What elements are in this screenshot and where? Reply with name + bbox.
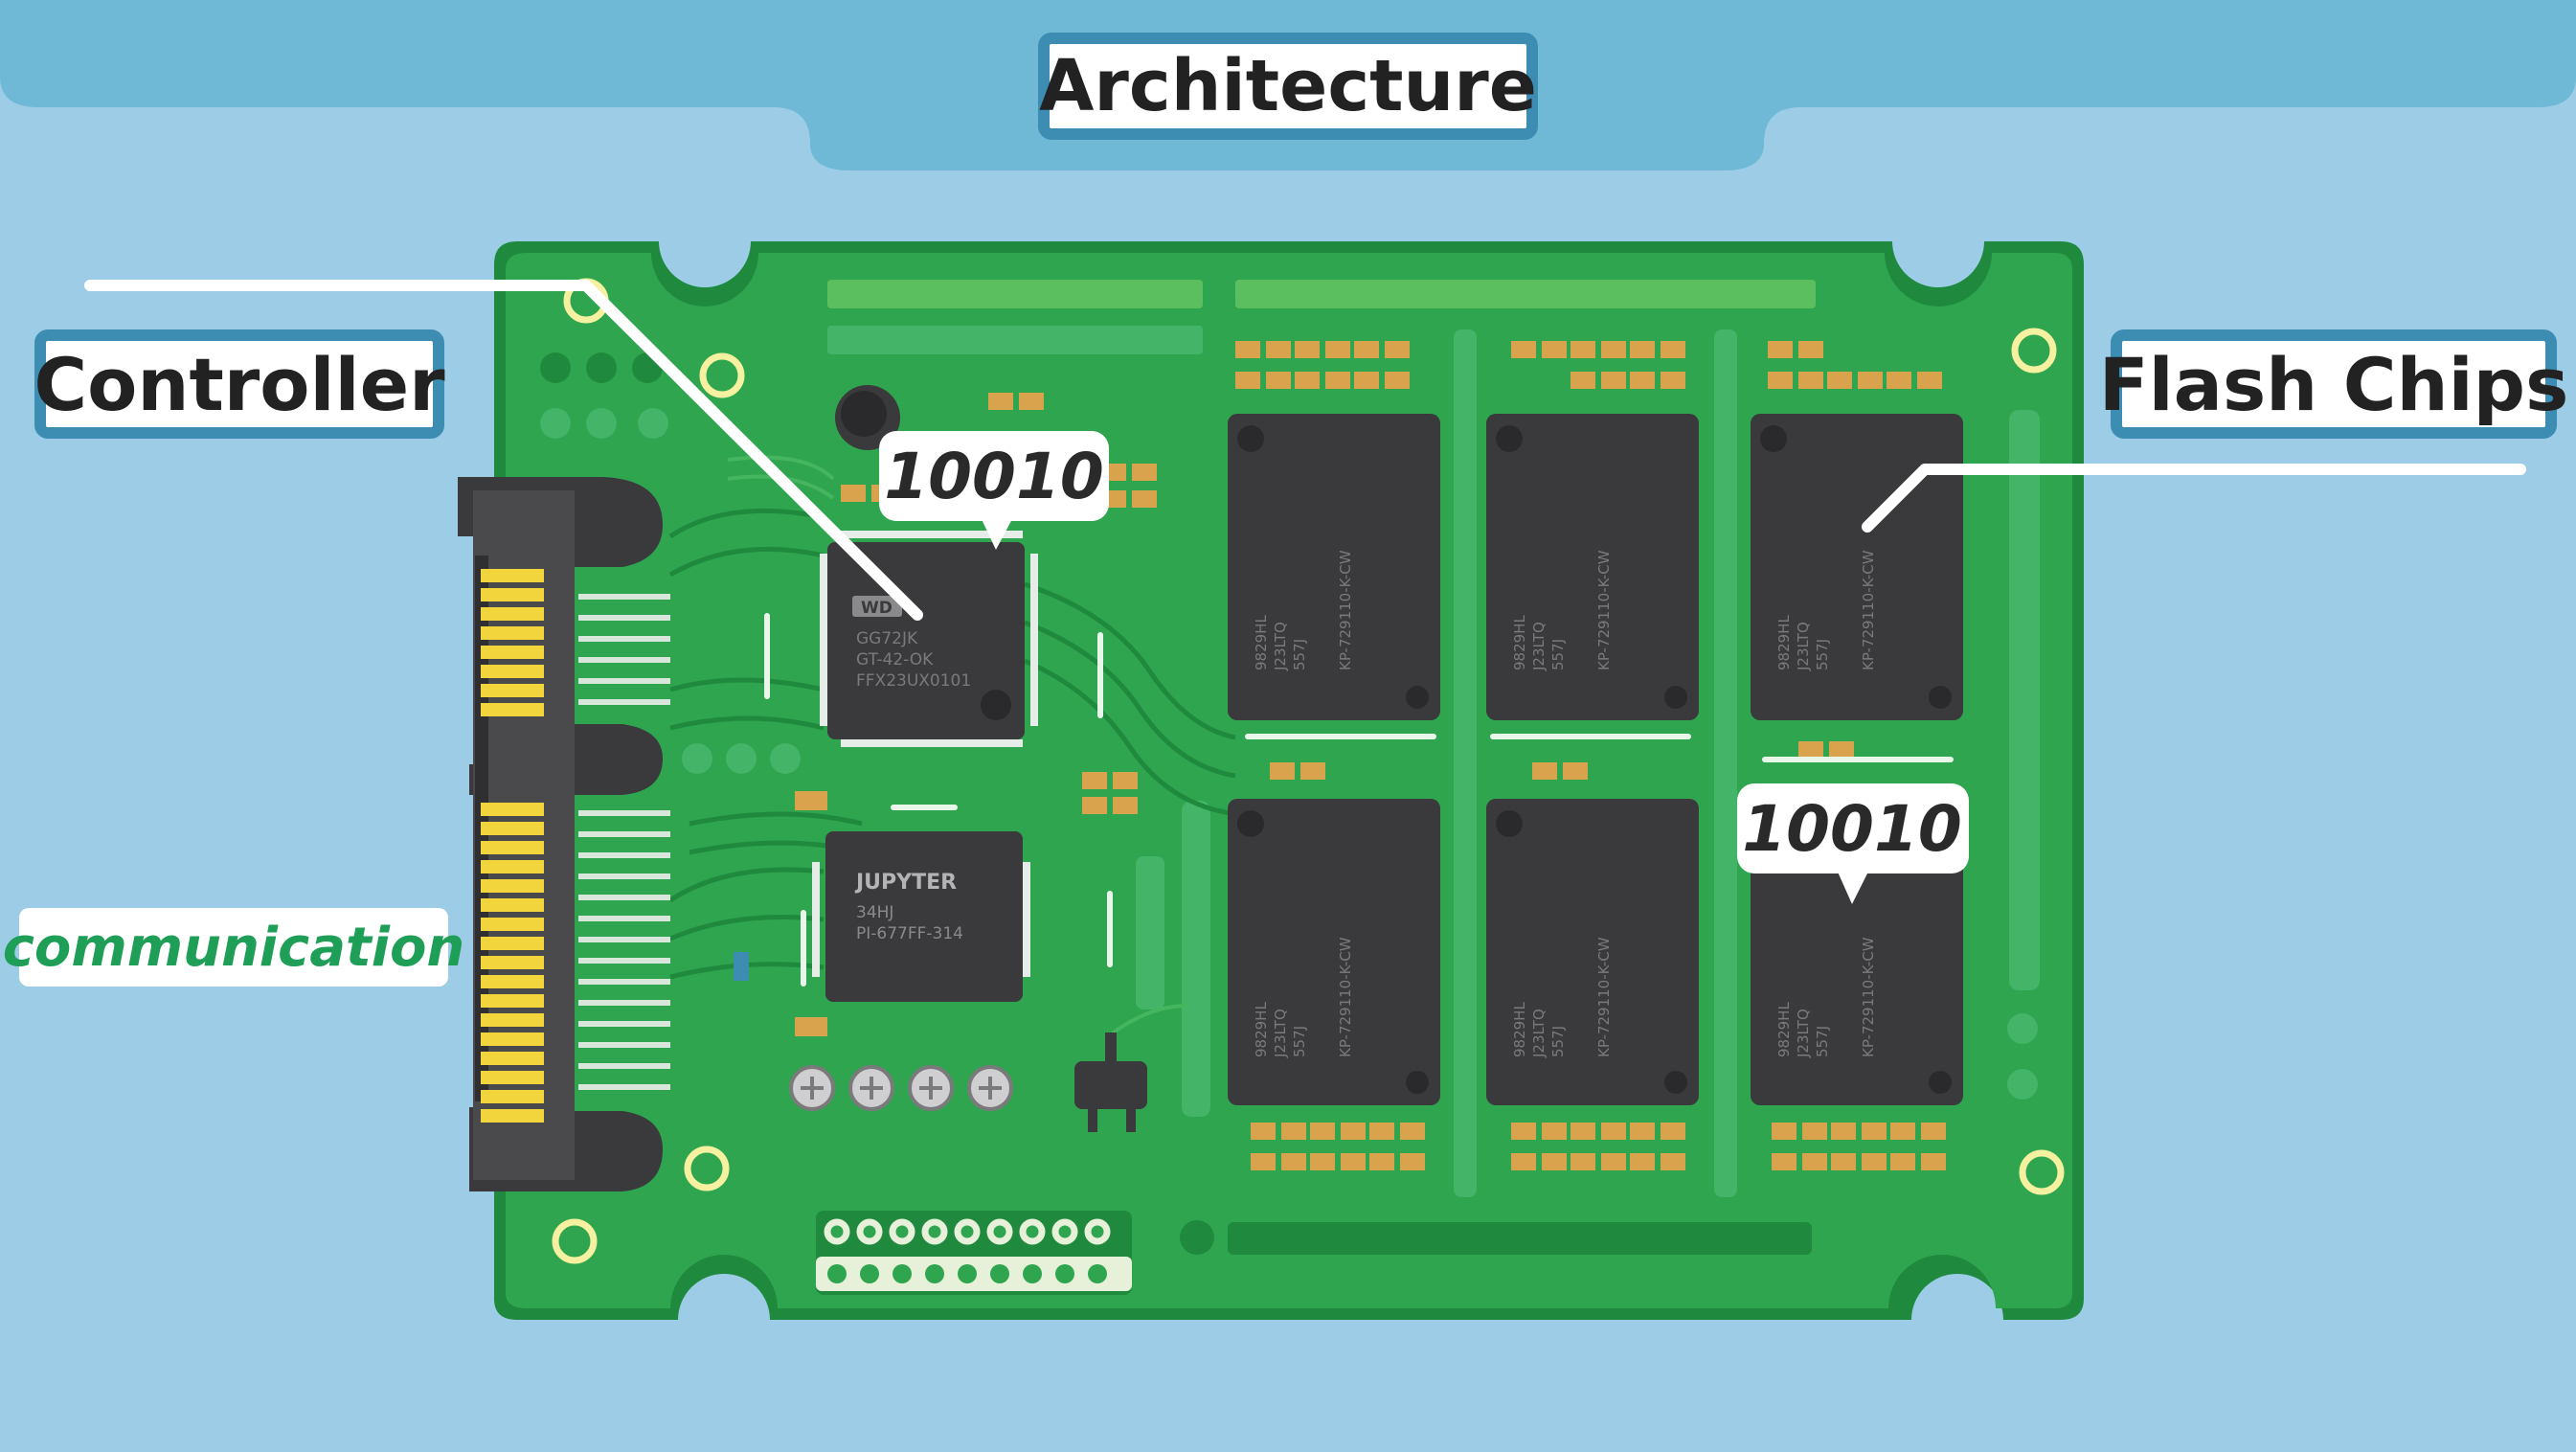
controller-data-bubble: 10010 bbox=[879, 431, 1109, 550]
flash-pointer-line bbox=[1862, 464, 2526, 533]
flash-chip-2: 9829HL J23LTQ 557J KP-729110-K-CW bbox=[1486, 414, 1699, 720]
flash-data-bubble: 10010 bbox=[1737, 783, 1969, 904]
flash-side-line-4c: 557J bbox=[1291, 1026, 1308, 1057]
communication-label: communication bbox=[3, 908, 464, 987]
flash-main-line-5: KP-729110-K-CW bbox=[1595, 937, 1613, 1057]
controller-brand-text: WD bbox=[861, 599, 893, 618]
flash-chips-label: Flash Chips bbox=[2099, 329, 2568, 439]
controller-data-text: 10010 bbox=[884, 440, 1104, 513]
flash-data-text: 10010 bbox=[1742, 792, 1962, 866]
flash-side-line-5c: 557J bbox=[1549, 1026, 1567, 1057]
flash-side-line-6a: 9829HL bbox=[1775, 1002, 1793, 1057]
flash-main-line-6: KP-729110-K-CW bbox=[1860, 937, 1877, 1057]
controller-label: Controller bbox=[34, 329, 445, 439]
flash-side-line-3c: 557J bbox=[1814, 639, 1831, 670]
controller-chip: WD GG72JK GT-42-OK FFX23UX0101 bbox=[820, 531, 1038, 747]
flash-chip-3: 9829HL J23LTQ 557J KP-729110-K-CW bbox=[1751, 414, 1963, 720]
flash-side-line-2a: 9829HL bbox=[1511, 615, 1528, 670]
flash-main-line-2: KP-729110-K-CW bbox=[1595, 550, 1613, 670]
flash-side-line-1b: J23LTQ bbox=[1272, 622, 1289, 671]
flash-side-line-2b: J23LTQ bbox=[1530, 622, 1548, 671]
flash-side-line-6b: J23LTQ bbox=[1795, 1009, 1812, 1058]
controller-pointer-line bbox=[84, 280, 923, 621]
flash-main-line-3: KP-729110-K-CW bbox=[1860, 550, 1877, 670]
screws bbox=[789, 1065, 1013, 1111]
flash-side-line-1a: 9829HL bbox=[1253, 615, 1270, 670]
controller-line-1: GG72JK bbox=[856, 629, 918, 648]
flash-chip-6: 9829HL J23LTQ 557J KP-729110-K-CW bbox=[1751, 799, 1963, 1105]
flash-side-line-2c: 557J bbox=[1549, 639, 1567, 670]
flash-side-line-5b: J23LTQ bbox=[1530, 1009, 1548, 1058]
flash-chip-4: 9829HL J23LTQ 557J KP-729110-K-CW bbox=[1228, 799, 1440, 1105]
page-title: Architecture bbox=[1038, 33, 1538, 140]
flash-chip-1: 9829HL J23LTQ 557J KP-729110-K-CW bbox=[1228, 414, 1440, 720]
flash-chip-5: 9829HL J23LTQ 557J KP-729110-K-CW bbox=[1486, 799, 1699, 1105]
pin-header bbox=[816, 1211, 1132, 1295]
transistor bbox=[1074, 1032, 1147, 1132]
flash-side-line-3b: J23LTQ bbox=[1795, 622, 1812, 671]
flash-main-line-4: KP-729110-K-CW bbox=[1337, 937, 1354, 1057]
secondary-chip: JUPYTER 34HJ PI-677FF-314 bbox=[812, 831, 1030, 1002]
flash-side-line-3a: 9829HL bbox=[1775, 615, 1793, 670]
flash-side-line-4a: 9829HL bbox=[1253, 1002, 1270, 1057]
secondary-chip-line-2: 34HJ bbox=[856, 903, 893, 922]
controller-line-2: GT-42-OK bbox=[856, 650, 934, 669]
sata-connector bbox=[458, 477, 670, 1191]
pointer-lines bbox=[84, 280, 2526, 621]
secondary-chip-line-3: PI-677FF-314 bbox=[856, 924, 963, 943]
flash-side-line-5a: 9829HL bbox=[1511, 1002, 1528, 1057]
flash-side-line-6c: 557J bbox=[1814, 1026, 1831, 1057]
controller-line-3: FFX23UX0101 bbox=[856, 671, 971, 691]
flash-side-line-4b: J23LTQ bbox=[1272, 1009, 1289, 1058]
flash-side-line-1c: 557J bbox=[1291, 639, 1308, 670]
flash-main-line-1: KP-729110-K-CW bbox=[1337, 550, 1354, 670]
secondary-chip-name: JUPYTER bbox=[854, 871, 957, 895]
